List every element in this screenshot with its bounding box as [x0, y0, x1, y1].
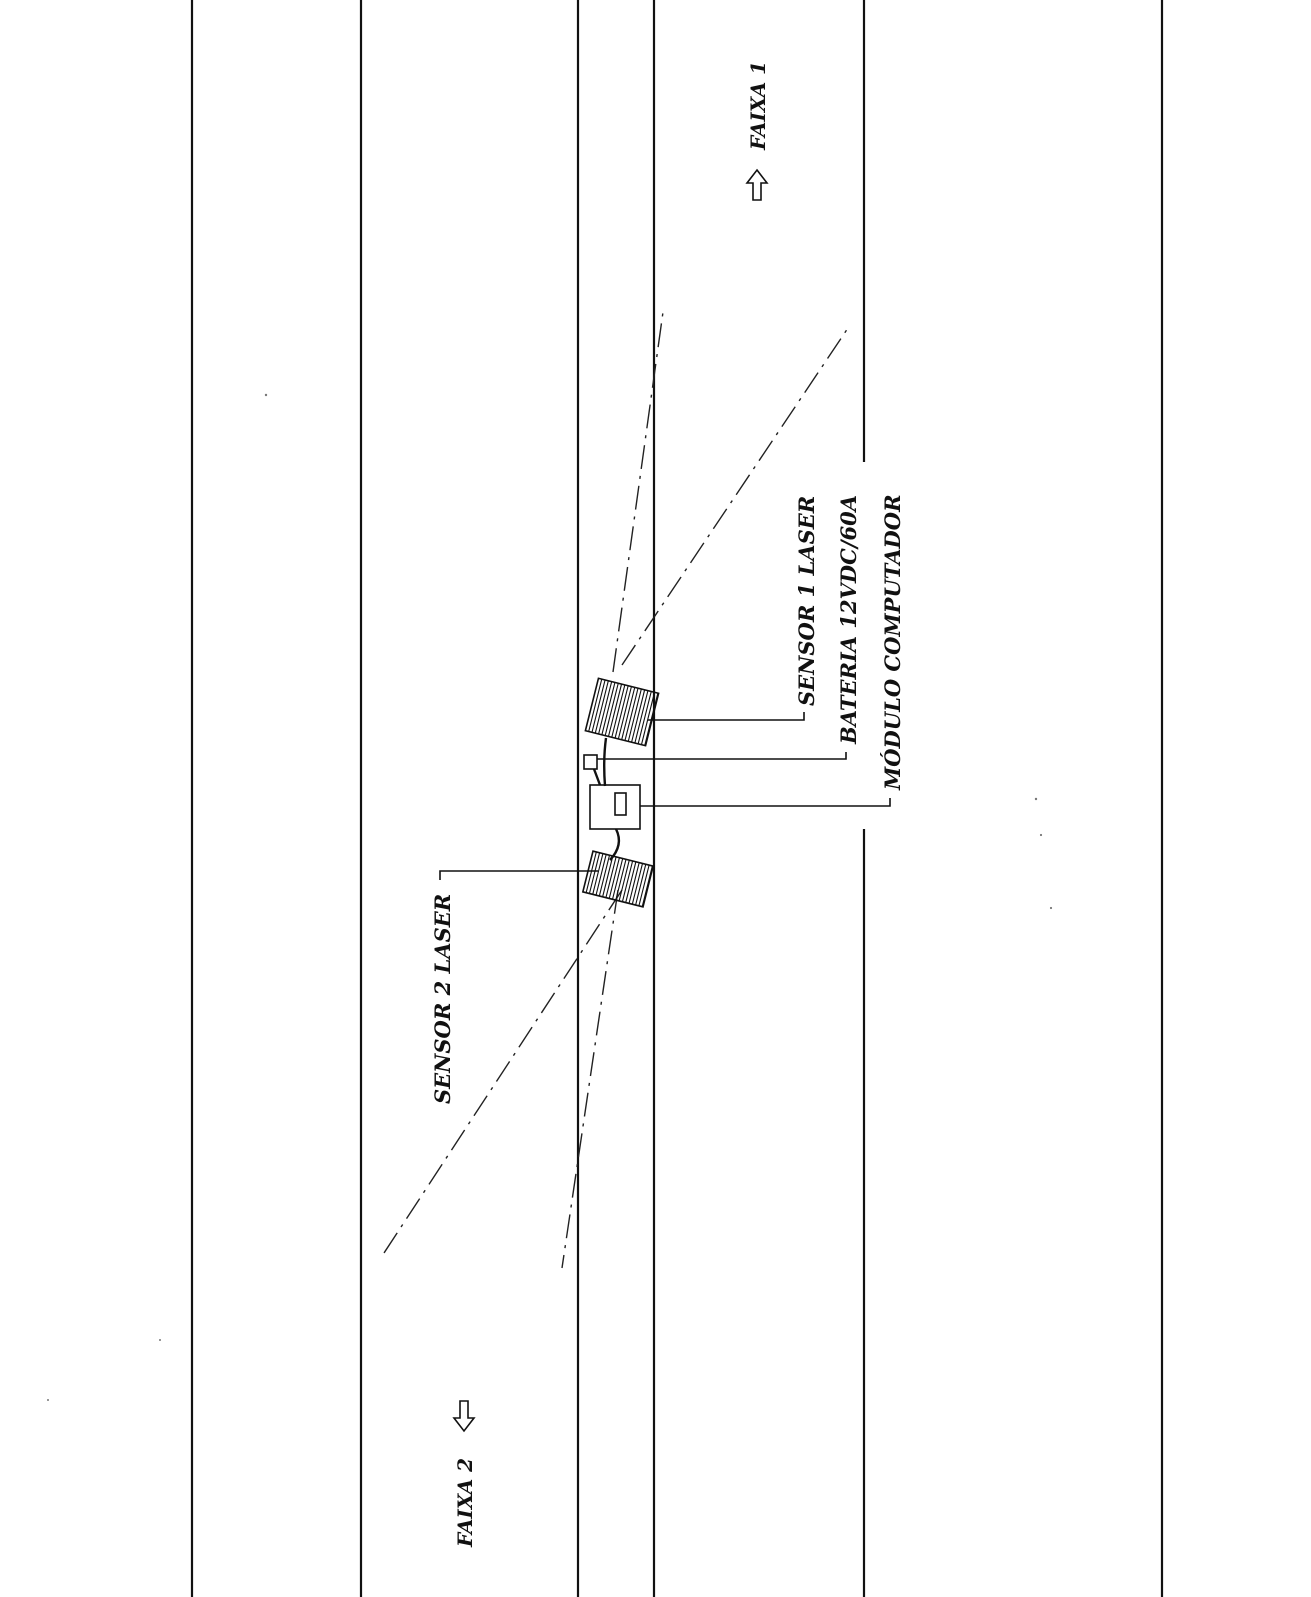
hatch-line — [598, 681, 613, 735]
hatch-line — [617, 686, 632, 740]
hatch-line — [615, 859, 627, 901]
hatch-line — [631, 863, 644, 905]
label-modulo-computador: MÓDULO COMPUTADOR — [880, 494, 905, 791]
hatch-line — [634, 690, 649, 744]
leader-sensor2 — [439, 870, 598, 880]
sensor1-unit — [584, 677, 660, 747]
sensor2-beam-narrow — [561, 889, 619, 1269]
hatch-line — [602, 855, 614, 897]
label-bateria: BATERIA 12VDC/60A — [836, 495, 861, 745]
hatch-line — [618, 860, 630, 902]
cable-sensor1-module — [603, 737, 608, 787]
hatch-line — [637, 691, 652, 744]
cable-battery-module — [592, 768, 602, 786]
hatch-line — [607, 683, 623, 737]
sensor1-hatching — [588, 678, 659, 746]
hatch-line — [591, 679, 606, 733]
hatch-line — [585, 851, 597, 893]
hatch-line — [605, 856, 617, 898]
module-display — [614, 792, 627, 816]
sensor2-hatching — [585, 851, 653, 907]
sensor1-beam-wide — [621, 327, 849, 666]
hatch-line — [614, 685, 629, 739]
hatch-line — [598, 855, 611, 897]
hatch-line — [631, 689, 646, 743]
label-sensor2-laser: SENSOR 2 LASER — [430, 894, 455, 1104]
hatch-line — [595, 854, 607, 896]
label-faixa2: FAIXA 2 — [453, 1458, 477, 1548]
hatch-line — [588, 678, 603, 732]
label-sensor1-laser: SENSOR 1 LASER — [794, 496, 819, 706]
hatch-line — [594, 680, 609, 734]
hatch-line — [635, 864, 647, 906]
hatch-line — [640, 692, 656, 745]
hatch-line — [588, 852, 601, 894]
leader-bateria — [597, 752, 847, 760]
hatch-line — [604, 683, 619, 736]
hatch-line — [621, 687, 636, 740]
hatch-line — [625, 861, 637, 903]
hatch-line — [621, 860, 634, 902]
leader-sensor1 — [648, 712, 805, 721]
leader-lines — [439, 712, 891, 880]
sensor2-beam-wide — [383, 889, 623, 1254]
battery-box — [583, 754, 598, 770]
hatch-line — [627, 688, 642, 742]
computer-module — [589, 784, 641, 830]
cable-module-sensor2 — [609, 828, 621, 861]
label-faixa1: FAIXA 1 — [746, 61, 770, 151]
sensor1-beam-narrow — [612, 311, 664, 673]
up-arrow-icon — [745, 168, 769, 201]
hatch-line — [611, 858, 624, 900]
scan-specks — [47, 393, 1053, 1401]
hatch-line — [601, 682, 616, 735]
hatch-line — [611, 684, 626, 738]
down-arrow-icon — [452, 1400, 476, 1433]
road-lines — [190, 0, 1164, 1597]
laser-beams — [383, 311, 849, 1269]
hatch-line — [592, 853, 604, 895]
leader-modulo — [640, 798, 891, 807]
hatch-line — [624, 688, 639, 741]
hatch-line — [641, 865, 653, 907]
hatch-line — [638, 864, 650, 906]
sensor2-unit — [581, 850, 655, 908]
hatch-line — [608, 857, 620, 899]
hatch-line — [628, 862, 640, 904]
